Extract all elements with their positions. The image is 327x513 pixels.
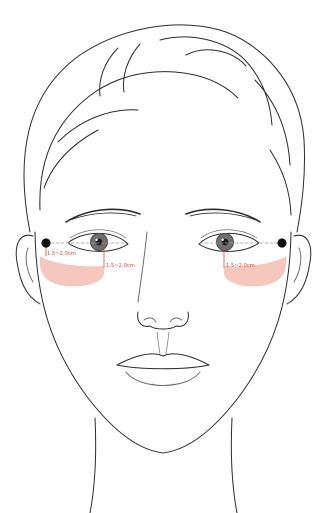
right-eyebrow [186,209,260,222]
right-lower-label: 1.5~2.0cm [226,263,255,269]
left-outer-label: 1.5~2.0cm [47,251,76,257]
nose [138,232,189,329]
neck [90,418,237,513]
under-eye-shadows [40,256,287,286]
left-under-eye-shadow [40,256,104,286]
hair [24,25,305,232]
lower-lip [126,372,200,386]
eyebrows [66,209,260,222]
upper-lip [117,354,209,365]
mouth [117,354,209,386]
right-temple-dot [277,238,286,247]
lip-line [117,365,209,369]
eyes [68,230,259,252]
left-lower-label: 1.5~2.0cm [106,263,135,269]
left-temple-dot [41,238,50,247]
left-eyebrow [66,209,140,222]
right-under-eye-shadow [224,256,286,286]
face-details [157,332,169,354]
